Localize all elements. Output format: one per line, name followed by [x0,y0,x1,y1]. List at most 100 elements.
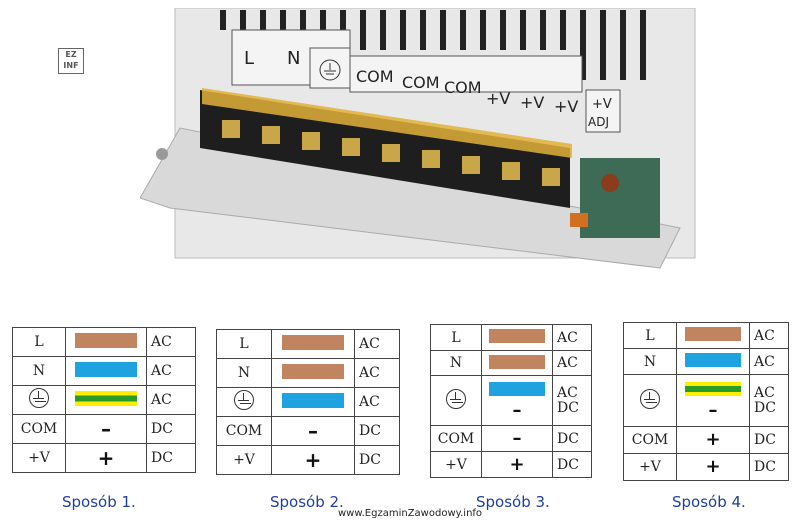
row-label: +V [216,445,272,475]
row-label [12,385,66,415]
row-label: +V [623,453,677,481]
current-type: DC [354,416,400,446]
brown-wire-swatch [75,332,137,348]
polarity-symbol: – [65,414,147,444]
current-type-ac: AC [754,384,775,401]
wire-color [271,329,355,359]
footer-url: www.EgzaminZawodowy.info [338,508,483,519]
row-label: N [216,358,272,388]
current-type: DC [354,445,400,475]
wire-color: – [676,374,750,427]
wiring-table-3: L AC N AC – AC DC COM – DC +V + DC [430,324,592,478]
current-type: DC [749,426,789,454]
brown-wire-swatch [282,363,344,379]
blue-wire-swatch [282,392,344,408]
current-type: AC [354,358,400,388]
row-label [216,387,272,417]
row-label: N [430,350,482,376]
wire-color [65,385,147,415]
current-type-dc: DC [754,399,776,416]
wiring-table-1: L AC N AC AC COM – DC +V + DC [12,327,196,473]
current-type: AC [749,348,789,375]
wire-color: – [481,375,553,426]
terminal-label-com-3: COM [444,78,482,97]
current-type: DC [749,453,789,481]
wire-color [676,348,750,375]
polarity-symbol: + [676,426,750,454]
polarity-symbol: + [676,453,750,481]
row-label: COM [430,425,482,452]
brown-wire-swatch [489,354,545,369]
current-type: AC [552,350,592,376]
polarity-symbol: – [708,399,718,421]
terminal-label-com-2: COM [402,73,440,92]
ground-wire-swatch [685,381,741,396]
wire-color [676,322,750,349]
row-label: L [12,327,66,357]
polarity-symbol: – [481,425,553,452]
brown-wire-swatch [489,329,545,343]
brown-wire-swatch [282,334,344,350]
current-type: DC [552,425,592,452]
terminal-label-l: L [244,48,254,69]
current-type: AC [146,385,196,415]
wire-color [65,327,147,357]
current-type: AC [749,322,789,349]
blue-wire-swatch [489,381,545,396]
wire-color [481,324,553,351]
row-label: L [216,329,272,359]
polarity-symbol: – [512,399,522,421]
ground-icon [234,390,254,410]
terminal-label-com-1: COM [356,67,394,86]
caption-4: Sposób 4. [672,493,746,511]
terminal-label-adj-top: +V [592,97,612,112]
row-label: COM [216,416,272,446]
current-type: AC [146,356,196,386]
power-supply-photo: L N COM COM COM +V +V +V +V ADJ [140,8,696,269]
caption-1: Sposób 1. [62,493,136,511]
row-label [623,374,677,427]
row-label: COM [623,426,677,454]
blue-wire-swatch [685,353,741,367]
row-label: N [623,348,677,375]
polarity-symbol: + [65,443,147,473]
wire-color [271,387,355,417]
ground-icon [640,388,660,409]
terminal-label-v-1: +V [486,89,510,108]
ground-icon [446,388,466,409]
terminal-label-v-2: +V [520,93,544,112]
caption-2: Sposób 2. [270,493,344,511]
wiring-table-4: L AC N AC – AC DC COM + DC +V + DC [623,322,789,481]
wire-color [271,358,355,388]
row-label: L [623,322,677,349]
row-label [430,375,482,426]
current-type-ac: AC [557,384,578,401]
ground-icon [29,388,49,408]
row-label: N [12,356,66,386]
wiring-table-2: L AC N AC AC COM – DC +V + DC [216,329,400,475]
row-label: COM [12,414,66,444]
wire-color [481,350,553,376]
polarity-symbol: + [481,451,553,478]
terminal-label-adj-bottom: ADJ [588,115,609,129]
row-label: +V [430,451,482,478]
current-type: AC [552,324,592,351]
current-type: DC [552,451,592,478]
current-type: AC [354,329,400,359]
row-label: +V [12,443,66,473]
polarity-symbol: – [271,416,355,446]
terminal-label-v-3: +V [554,97,578,116]
current-type: AC [354,387,400,417]
current-type: AC DC [749,374,789,427]
row-label: L [430,324,482,351]
ground-wire-swatch [75,390,137,406]
current-type: AC [146,327,196,357]
caption-3: Sposób 3. [476,493,550,511]
wire-color [65,356,147,386]
blue-wire-swatch [75,361,137,377]
polarity-symbol: + [271,445,355,475]
current-type: DC [146,443,196,473]
terminal-label-n: N [287,48,300,69]
current-type: AC DC [552,375,592,426]
